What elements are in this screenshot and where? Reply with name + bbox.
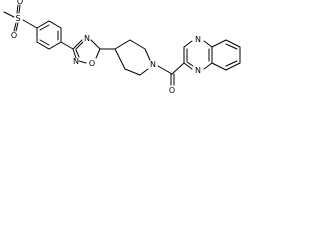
sulfonyl-oxygen-lower-label: O (11, 31, 17, 40)
oxadiazole-oxygen-label: O (89, 59, 95, 68)
bond-sulfur-oxygen-upper (16, 4, 19, 14)
piperidine-c4-c3 (114, 39, 131, 50)
quinoxaline-n1-c2 (183, 62, 193, 70)
oxadiazole-n2-c3-double (75, 49, 80, 58)
molecule-structure-diagram: S O O N O N N O N N (3, 0, 241, 95)
quinoxaline-n1-c2-double (186, 61, 194, 67)
piperidine-c2-n1 (144, 48, 151, 61)
bond-nitrogen-carbonyl (157, 65, 173, 75)
piperidine-c5-c4 (114, 48, 126, 70)
quinoxaline-c5-c6-double (225, 43, 238, 50)
oxadiazole-c3-n4-double (75, 41, 84, 50)
piperidine-n1-c6 (139, 68, 149, 76)
quinoxaline-c5-c6 (225, 39, 241, 48)
oxadiazole-n2-c3 (72, 48, 77, 59)
quinoxaline-c7-c8 (225, 62, 241, 71)
bond-carbonyl-quinoxaline (171, 62, 185, 75)
quinoxaline-c7-c8-double (225, 60, 238, 67)
quinoxaline-n4-c4a (203, 40, 213, 48)
quinoxaline-c8a-n1 (203, 62, 213, 70)
bond-lines (3, 4, 241, 86)
quinoxaline-c4a-c5 (211, 39, 227, 48)
phenyl-double-bond-3 (39, 39, 50, 46)
bond-sulfur-oxygen-lower-2 (15, 22, 19, 32)
quinoxaline-nitrogen-lower-label: N (195, 66, 201, 75)
sulfonyl-oxygen-upper-label: O (17, 0, 23, 6)
piperidine-c3-c2 (129, 39, 146, 50)
atom-labels: S O O N O N N O N N (11, 0, 201, 95)
piperidine-nitrogen-label: N (150, 60, 156, 69)
sulfur-atom-label: S (15, 14, 20, 23)
bond-sulfur-phenyl (22, 19, 38, 29)
oxadiazole-n4-c5 (90, 39, 101, 50)
oxadiazole-o1-n2 (78, 60, 87, 64)
bond-sulfur-oxygen-upper-2 (18, 4, 21, 14)
oxadiazole-nitrogen-lower-label: N (73, 57, 79, 66)
carbonyl-oxygen-label: O (169, 86, 175, 95)
bond-sulfur-oxygen-lower (13, 22, 17, 32)
quinoxaline-nitrogen-upper-label: N (195, 35, 201, 44)
quinoxaline-c3-n4 (183, 40, 193, 48)
oxadiazole-nitrogen-upper-label: N (84, 34, 90, 43)
oxadiazole-c3-n4 (72, 39, 83, 50)
oxadiazole-c5-o1 (95, 48, 101, 59)
piperidine-c6-c5 (124, 68, 141, 76)
phenyl-double-bond-1 (39, 24, 50, 31)
quinoxaline-c8-c8a (211, 62, 227, 71)
bond-phenyl-oxadiazole (60, 41, 74, 50)
bond-methyl-sulfur (3, 11, 15, 18)
